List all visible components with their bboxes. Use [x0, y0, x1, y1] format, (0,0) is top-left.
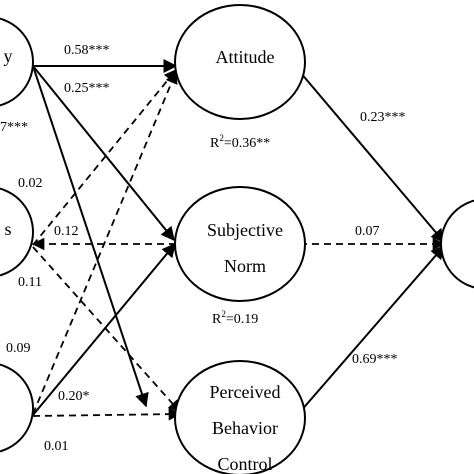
left-mid-label: s — [4, 219, 11, 239]
subjective-norm-line2: Norm — [224, 256, 266, 276]
coef-low-left: 0.09 — [6, 341, 31, 356]
node-attitude — [174, 4, 306, 120]
node-left-bottom — [0, 363, 34, 453]
coef-top-to-norm: 0.25*** — [64, 81, 110, 96]
node-labels: y s Attitude Subjective Norm Perceived B… — [4, 46, 284, 474]
r2-norm-sup: 2 — [221, 309, 226, 319]
node-left-top — [0, 17, 34, 107]
coef-mid-a: 0.12 — [54, 224, 79, 239]
coef-mid-left-b: 0.11 — [18, 275, 42, 290]
r2-attitude-sup: 2 — [219, 133, 224, 143]
r2-attitude-prefix: R — [210, 136, 220, 151]
subjective-norm-line1: Subjective — [207, 220, 283, 240]
coef-norm-to-right: 0.07 — [355, 224, 380, 239]
r2-norm-prefix: R — [212, 312, 222, 327]
r2-norm: R2=0.19 — [212, 309, 258, 327]
nodes — [0, 4, 474, 474]
edge-bottom-to-attitude — [32, 70, 178, 415]
coef-pbc-to-right: 0.69*** — [352, 352, 398, 367]
pbc-line2: Behavior — [212, 418, 278, 438]
coef-top-to-attitude: 0.58*** — [64, 43, 110, 58]
edges — [31, 59, 446, 421]
coef-bottom-left: 0.01 — [44, 439, 69, 454]
coefficients: 0.58*** 0.25*** 7*** 0.02 0.12 0.11 0.09… — [0, 43, 406, 454]
node-left-mid — [0, 187, 34, 277]
coef-bottom-to-norm: 0.20* — [58, 389, 90, 404]
coef-attitude-to-right: 0.23*** — [360, 110, 406, 125]
node-right — [440, 199, 474, 289]
r2-attitude: R2=0.36** — [210, 133, 270, 151]
left-top-label: y — [4, 46, 13, 66]
pbc-line3: Control — [217, 454, 272, 474]
edge-bottom-to-pbc — [32, 407, 182, 421]
coef-mid-left-a: 0.02 — [18, 176, 43, 191]
edge-bottom-to-norm — [32, 242, 176, 416]
edge-mid-to-pbc — [32, 246, 181, 413]
r-squared: R2=0.36** R2=0.19 — [210, 133, 270, 327]
edge-top-to-pbc — [32, 65, 149, 408]
r2-norm-value: =0.19 — [226, 312, 258, 327]
edge-mid-to-attitude — [32, 69, 177, 246]
pbc-line1: Perceived — [210, 382, 281, 402]
edge-pbc-to-right — [299, 244, 445, 413]
node-pbc — [174, 360, 306, 474]
r2-attitude-value: =0.36** — [224, 136, 270, 151]
attitude-label: Attitude — [216, 47, 275, 67]
node-subjective-norm — [174, 186, 306, 302]
coef-top-left-partial: 7*** — [0, 120, 28, 135]
edge-top-to-norm — [32, 65, 175, 242]
edge-attitude-to-right — [299, 71, 445, 244]
